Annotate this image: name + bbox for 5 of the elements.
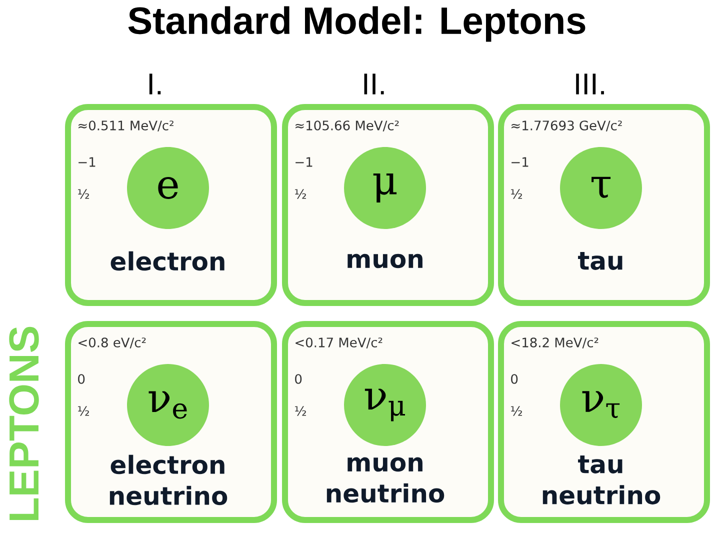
generation-label: II. (364, 74, 384, 94)
category-label: LEPTONS (9, 326, 39, 520)
generation-label: I. (149, 74, 161, 94)
title: Standard Model: Leptons (128, 6, 586, 42)
generation-label: III. (576, 74, 604, 94)
